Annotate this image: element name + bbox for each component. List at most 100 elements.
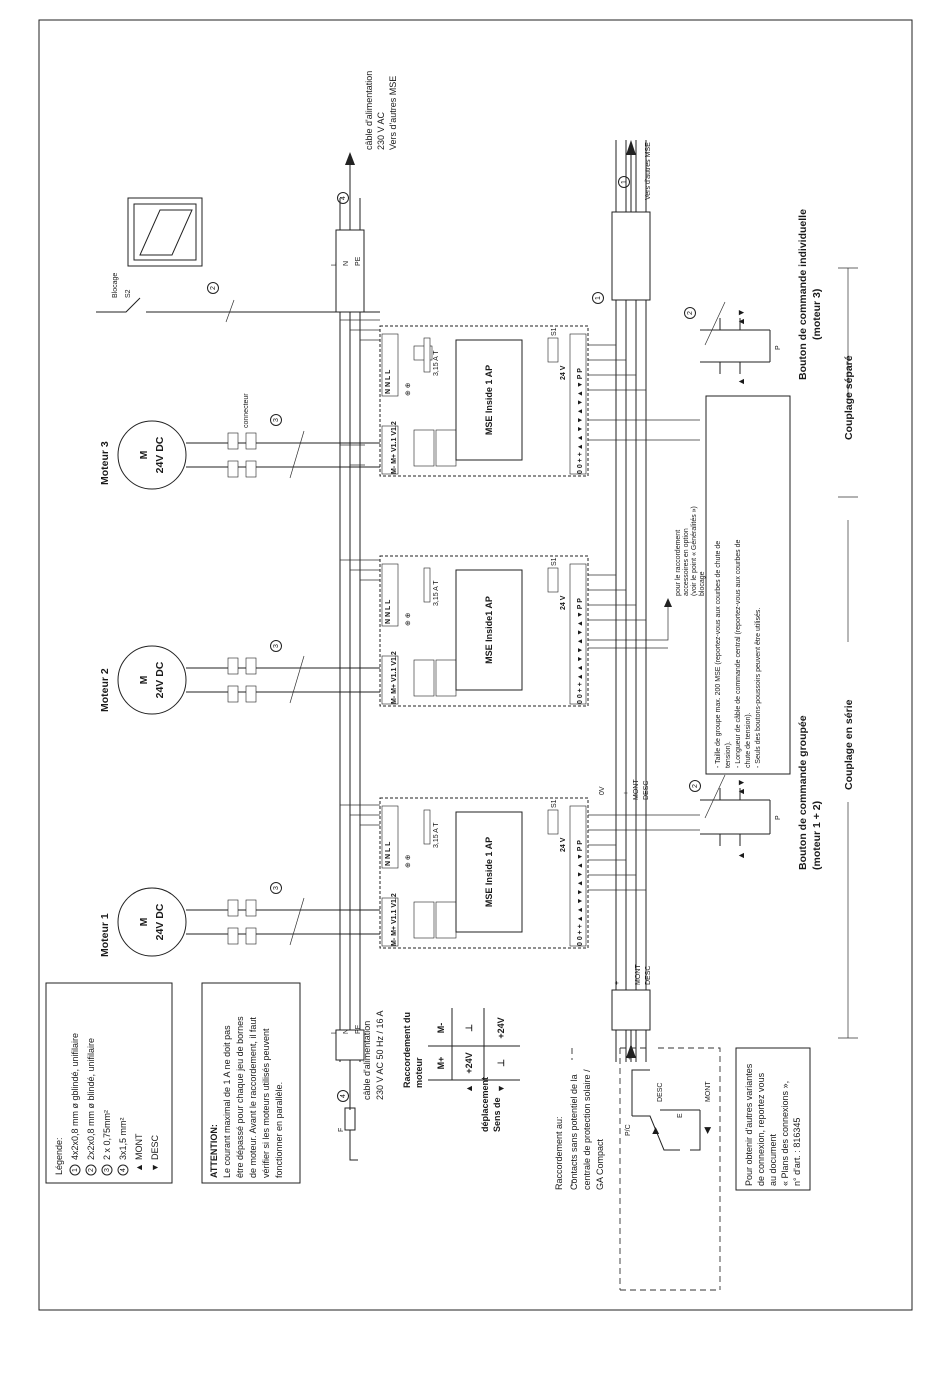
svg-text:M-: M- — [436, 1023, 446, 1034]
svg-text:déplacement: déplacement — [480, 1077, 490, 1132]
svg-text:n° d'art. : 816345: n° d'art. : 816345 — [792, 1118, 802, 1186]
motor-m: M — [138, 917, 150, 926]
svg-text:◀: ◀ — [702, 1127, 712, 1134]
module-2: MSE Inside1 AP 3,15 A T N N L L ⊕ ⊕ M- M… — [379, 555, 589, 707]
svg-text:▲: ▲ — [134, 1163, 144, 1172]
svg-text:DESC: DESC — [645, 966, 652, 985]
svg-text:accessoires en option: accessoires en option — [683, 528, 690, 596]
svg-text:vérifier si les moteurs utilis: vérifier si les moteurs utilisés peuvent — [261, 1028, 271, 1178]
svg-text:⊥: ⊥ — [496, 1059, 506, 1067]
svg-text:DESC: DESC — [657, 1083, 664, 1102]
svg-text:N N L L: N N L L — [385, 369, 392, 394]
svg-text:MONT: MONT — [134, 1133, 144, 1160]
svg-text:P: P — [775, 345, 782, 350]
svg-text:1: 1 — [595, 296, 602, 300]
svg-text:▲: ▲ — [736, 851, 746, 860]
svg-text:▲▼: ▲▼ — [736, 778, 746, 796]
svg-text:P/C: P/C — [625, 1124, 632, 1136]
legend-box: Légende: 1 4x2x0,8 mm ø gblindé, unifila… — [45, 982, 173, 1184]
svg-text:F: F — [338, 1128, 345, 1132]
svg-text:2 x 0,75mm²: 2 x 0,75mm² — [102, 1110, 112, 1160]
svg-text:3: 3 — [273, 644, 280, 648]
svg-text:3x1,5 mm²: 3x1,5 mm² — [118, 1117, 128, 1160]
svg-text:S2: S2 — [125, 289, 132, 298]
svg-text:+24V: +24V — [464, 1052, 474, 1073]
motor-m: M — [138, 450, 150, 459]
svg-text:+: + — [623, 791, 630, 795]
motor-symbol — [117, 887, 187, 957]
svg-text:MONT: MONT — [635, 964, 642, 985]
bouton-groupee-heading: Bouton de commande groupée (moteur 1 + 2… — [797, 715, 823, 870]
motor-symbol — [117, 420, 187, 490]
svg-text:Légende:: Légende: — [54, 1137, 64, 1175]
svg-text:⊕ ⊕: ⊕ ⊕ — [405, 612, 412, 626]
svg-text:+: + — [627, 1056, 634, 1060]
svg-text:P: P — [775, 815, 782, 820]
svg-text:Le courant maximal de 1 A ne d: Le courant maximal de 1 A ne doit pas — [222, 1025, 232, 1178]
page-frame — [38, 19, 913, 1311]
svg-text:Bouton de commande groupée: Bouton de commande groupée — [797, 715, 809, 870]
bouton-individuelle-heading: Bouton de commande individuelle (moteur … — [797, 209, 823, 380]
svg-text:N N L L: N N L L — [385, 599, 392, 624]
svg-text:S1: S1 — [551, 557, 558, 566]
motor-volt: 24V DC — [154, 903, 166, 940]
svg-text:0V: 0V — [599, 786, 606, 795]
svg-text:Raccordement du: Raccordement du — [402, 1012, 412, 1088]
svg-text:▶: ▶ — [650, 1127, 660, 1134]
svg-text:2: 2 — [687, 311, 694, 315]
svg-text:DESC: DESC — [643, 781, 650, 800]
svg-text:M- M+ V1.1 V1.2: M- M+ V1.1 V1.2 — [391, 421, 398, 474]
svg-text:tension).: tension). — [725, 741, 732, 768]
svg-text:de connexion, reportez vous: de connexion, reportez vous — [756, 1072, 766, 1186]
motor-title: Moteur 2 — [99, 668, 111, 712]
motor-m: M — [138, 675, 150, 684]
svg-text:▲: ▲ — [464, 1084, 474, 1093]
svg-text:▼: ▼ — [496, 1084, 506, 1093]
svg-text:Raccordement au:: Raccordement au: — [554, 1116, 564, 1190]
svg-text:M- M+ V1.1 V1.2: M- M+ V1.1 V1.2 — [391, 893, 398, 946]
connecteur-label: connecteur — [243, 393, 250, 428]
svg-text:4: 4 — [340, 1094, 347, 1098]
svg-text:de moteur. Avant le raccordeme: de moteur. Avant le raccordement, il fau… — [248, 1017, 258, 1178]
svg-text:Couplage en série: Couplage en série — [843, 699, 855, 790]
svg-text:MSE Inside 1 AP: MSE Inside 1 AP — [484, 837, 494, 907]
svg-text:S1: S1 — [551, 327, 558, 336]
svg-text:(moteur 3): (moteur 3) — [811, 289, 823, 340]
motor-title: Moteur 3 — [99, 441, 111, 485]
motor-volt: 24V DC — [154, 661, 166, 698]
svg-text:E: E — [677, 1113, 684, 1118]
svg-text:0 0 + + ▲ ▲ ▼ ▼ ▲ ▼ ▲ ▼ P P: 0 0 + + ▲ ▲ ▼ ▼ ▲ ▼ ▲ ▼ P P — [577, 598, 584, 704]
svg-text:N: N — [343, 1029, 350, 1034]
svg-text:PE: PE — [355, 256, 362, 266]
svg-text:N: N — [343, 261, 350, 266]
couplage-bar: Couplage séparé Couplage en série — [838, 267, 858, 1039]
svg-text:2: 2 — [210, 286, 217, 290]
module-1: MSE Inside 1 AP 3,15 A T N N L L ⊕ ⊕ M- … — [379, 797, 589, 949]
accessory-note: pour le raccordement accessoires en opti… — [588, 506, 706, 649]
svg-text:3: 3 — [273, 418, 280, 422]
window-sensor: Blocage S2 — [96, 197, 380, 323]
svg-text:3,15 A T: 3,15 A T — [433, 580, 440, 606]
push-button-groupee: ▲▼ ▲ P — [700, 774, 782, 860]
svg-text:1: 1 — [72, 1168, 79, 1172]
svg-text:4: 4 — [120, 1168, 127, 1172]
motor-symbol — [117, 645, 187, 715]
svg-text:chute de tension).: chute de tension). — [745, 712, 752, 768]
svg-text:DESC: DESC — [150, 1134, 160, 1160]
motor-volt: 24V DC — [154, 436, 166, 473]
raccordement-au: Raccordement au: Contacts sans potentiel… — [554, 1047, 721, 1291]
svg-text:câble d'alimentation: câble d'alimentation — [362, 1021, 372, 1100]
svg-text:+24V: +24V — [496, 1017, 506, 1038]
svg-text:MONT: MONT — [633, 779, 640, 800]
motor-title: Moteur 1 — [99, 913, 111, 957]
svg-text:(voir le point « Généralités »: (voir le point « Généralités ») — [691, 506, 698, 596]
svg-text:ATTENTION:: ATTENTION: — [209, 1124, 219, 1178]
svg-text:- Longueur de câble de command: - Longueur de câble de commande central … — [735, 539, 742, 768]
svg-text:230 V AC: 230 V AC — [376, 111, 386, 150]
svg-text:Bouton de commande individuell: Bouton de commande individuelle — [797, 209, 809, 380]
svg-text:- Taille de groupe max. 200 MS: - Taille de groupe max. 200 MSE (reporte… — [715, 541, 722, 768]
svg-text:Couplage séparé: Couplage séparé — [843, 355, 855, 440]
raccordement-moteur-table: Raccordement du moteur Sens de déplaceme… — [402, 1008, 520, 1132]
svg-text:⊥: ⊥ — [464, 1024, 474, 1032]
